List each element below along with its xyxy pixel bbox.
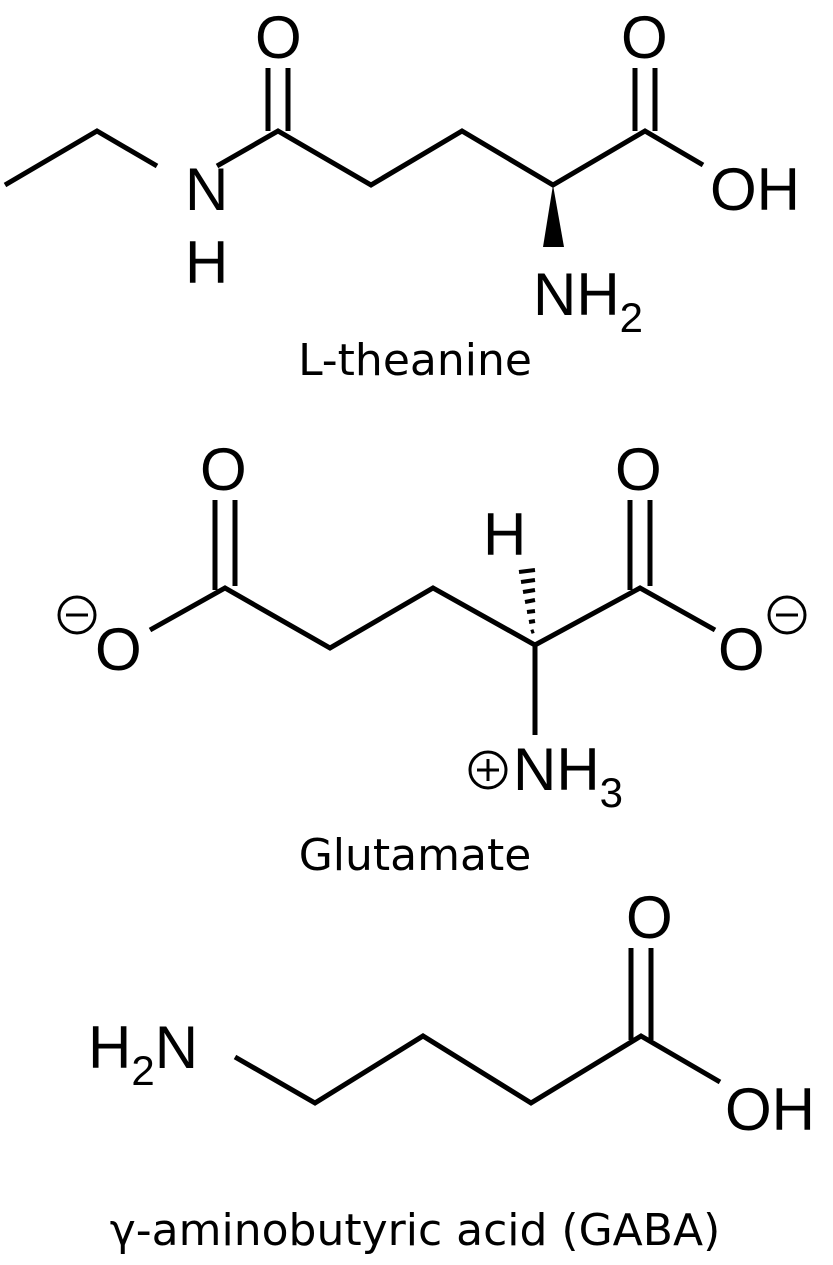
plus-charge-icon: [468, 750, 508, 790]
right-anion-o-label: O: [718, 616, 765, 683]
left-anion-o-label: O: [95, 616, 142, 683]
amide-n-label: N: [185, 156, 228, 223]
stereo-hash-bond: [518, 568, 536, 634]
gaba-caption: γ-aminobutyric acid (GABA): [110, 1205, 720, 1256]
alpha-h-label: H: [483, 501, 526, 568]
backbone-bonds: [148, 585, 717, 651]
stereo-wedge-bond: [543, 185, 564, 247]
carbonyl-o-label: O: [626, 884, 673, 951]
l-theanine-structure: N H O O OH NH2 L-theanine: [3, 4, 800, 386]
acid-o-label: O: [621, 4, 668, 71]
left-carbonyl-o-label: O: [200, 436, 247, 503]
amine-label: NH2: [533, 261, 643, 341]
ammonium-label: NH3: [513, 736, 623, 816]
l-theanine-caption: L-theanine: [298, 335, 532, 386]
glutamate-structure: O O H O O NH3 Glutamate: [57, 436, 807, 881]
backbone-bonds: [215, 128, 705, 188]
amide-h-label: H: [185, 229, 228, 296]
glutamate-caption: Glutamate: [299, 830, 532, 881]
minus-charge-icon: [57, 595, 97, 635]
ethyl-bonds: [3, 128, 159, 188]
amide-o-label: O: [255, 4, 302, 71]
minus-charge-icon: [767, 595, 807, 635]
backbone-bonds: [233, 1033, 722, 1106]
amine-label: H2N: [88, 1014, 198, 1094]
gaba-structure: O H2N OH γ-aminobutyric acid (GABA): [88, 884, 815, 1256]
acid-oh-label: OH: [710, 156, 800, 223]
acid-oh-label: OH: [725, 1076, 815, 1143]
right-carbonyl-o-label: O: [615, 436, 662, 503]
